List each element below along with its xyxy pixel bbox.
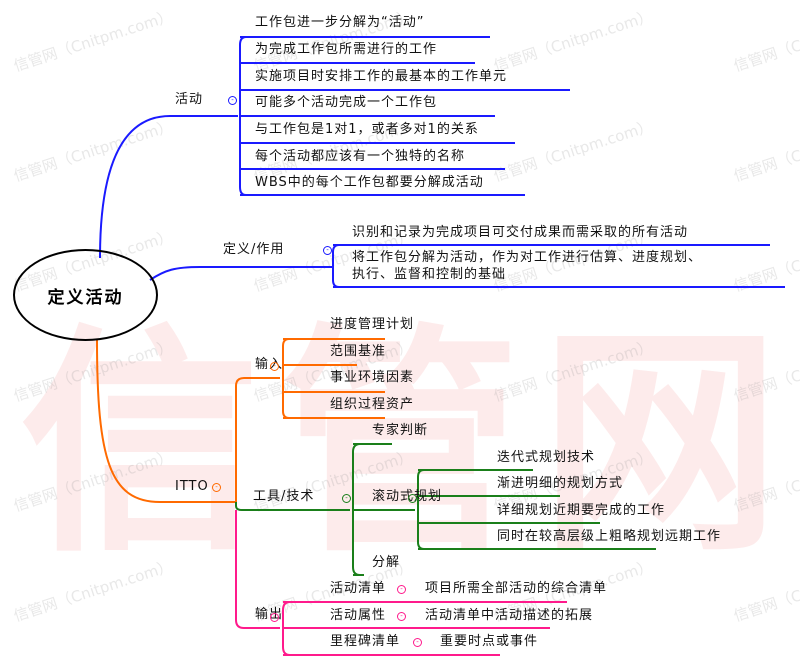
- activity-item[interactable]: 工作包进一步分解为“活动”: [255, 15, 425, 30]
- watermark-logo: 信管网: [20, 304, 800, 584]
- collapse-icon[interactable]: -: [342, 494, 351, 503]
- branch-activity-label[interactable]: 活动: [175, 92, 204, 107]
- activity-item[interactable]: 为完成工作包所需进行的工作: [255, 42, 438, 57]
- rolling-wave-item[interactable]: 同时在较高层级上粗略规划远期工作: [497, 529, 722, 544]
- tools-label[interactable]: 工具/技术: [253, 489, 315, 504]
- collapse-icon[interactable]: -: [212, 483, 221, 492]
- collapse-icon[interactable]: -: [413, 638, 422, 647]
- tool-rolling-wave[interactable]: 滚动式规划: [372, 489, 443, 504]
- tool-decomposition[interactable]: 分解: [372, 555, 401, 570]
- input-item[interactable]: 范围基准: [330, 344, 387, 359]
- output-description: 重要时点或事件: [440, 634, 539, 649]
- collapse-icon[interactable]: -: [408, 494, 417, 503]
- output-description: 项目所需全部活动的综合清单: [425, 581, 608, 596]
- outputs-label[interactable]: 输出: [255, 607, 284, 622]
- output-item[interactable]: 活动清单: [330, 581, 387, 596]
- branch-itto-label[interactable]: ITTO: [175, 479, 209, 494]
- root-node[interactable]: 定义活动: [13, 249, 158, 341]
- input-item[interactable]: 进度管理计划: [330, 317, 415, 332]
- activity-item[interactable]: 与工作包是1对1，或者多对1的关系: [255, 122, 479, 137]
- tool-expert-judgment[interactable]: 专家判断: [372, 423, 429, 438]
- branch-definition-label[interactable]: 定义/作用: [223, 242, 285, 257]
- collapse-icon[interactable]: -: [397, 612, 406, 621]
- definition-item-cont[interactable]: 执行、监督和控制的基础: [352, 267, 507, 282]
- activity-item[interactable]: 可能多个活动完成一个工作包: [255, 95, 438, 110]
- root-label: 定义活动: [47, 287, 124, 308]
- collapse-icon[interactable]: -: [323, 246, 332, 255]
- activity-item[interactable]: WBS中的每个工作包都要分解成活动: [255, 175, 484, 190]
- rolling-wave-item[interactable]: 渐进明细的规划方式: [497, 476, 624, 491]
- input-item[interactable]: 事业环境因素: [330, 370, 415, 385]
- output-item[interactable]: 活动属性: [330, 608, 387, 623]
- input-item[interactable]: 组织过程资产: [330, 397, 415, 412]
- collapse-icon[interactable]: -: [228, 96, 237, 105]
- collapse-icon[interactable]: -: [397, 585, 406, 594]
- collapse-icon[interactable]: -: [270, 362, 279, 371]
- rolling-wave-item[interactable]: 迭代式规划技术: [497, 450, 596, 465]
- activity-item[interactable]: 实施项目时安排工作的最基本的工作单元: [255, 69, 508, 84]
- rolling-wave-item[interactable]: 详细规划近期要完成的工作: [497, 503, 666, 518]
- definition-item[interactable]: 将工作包分解为活动，作为对工作进行估算、进度规划、: [352, 250, 703, 265]
- activity-item[interactable]: 每个活动都应该有一个独特的名称: [255, 149, 466, 164]
- collapse-icon[interactable]: -: [270, 613, 279, 622]
- definition-item[interactable]: 识别和记录为完成项目可交付成果而需采取的所有活动: [352, 225, 689, 240]
- output-item[interactable]: 里程碑清单: [330, 634, 401, 649]
- output-description: 活动清单中活动描述的拓展: [425, 608, 594, 623]
